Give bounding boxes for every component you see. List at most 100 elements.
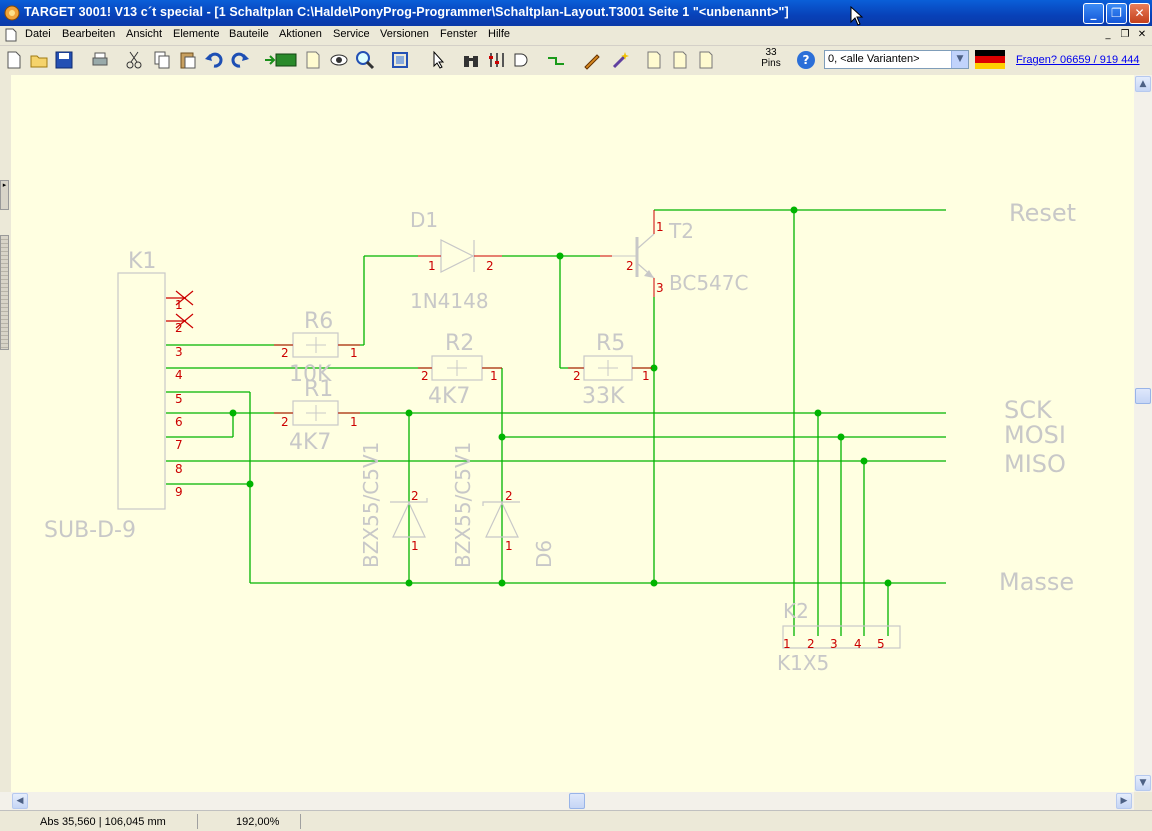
select-pointer-icon[interactable] bbox=[428, 50, 448, 70]
vertical-scroll-thumb[interactable] bbox=[1135, 388, 1151, 404]
k1-pin-7: 7 bbox=[175, 438, 183, 452]
menu-hilfe[interactable]: Hilfe bbox=[488, 28, 511, 40]
language-flag-icon[interactable] bbox=[975, 50, 1005, 69]
variant-select[interactable]: 0, <alle Varianten> ▼ bbox=[824, 50, 969, 69]
k1-pin-3: 3 bbox=[175, 345, 183, 359]
help-icon[interactable]: ? bbox=[797, 51, 815, 69]
mouse-cursor-icon bbox=[850, 6, 864, 26]
view-eye-icon[interactable] bbox=[329, 50, 349, 70]
resistor-r6[interactable]: R6 10K 2 1 bbox=[274, 309, 360, 387]
t2-value: BC547C bbox=[669, 271, 748, 295]
menu-ansicht[interactable]: Ansicht bbox=[126, 28, 163, 40]
magic-wand-icon[interactable] bbox=[610, 50, 630, 70]
pins-label: Pins bbox=[761, 58, 781, 69]
r5-pin-1: 1 bbox=[642, 369, 650, 383]
r6-pin-1: 1 bbox=[350, 346, 358, 360]
vertical-scrollbar[interactable]: ▲ ▼ bbox=[1134, 75, 1152, 792]
menu-elemente[interactable]: Elemente bbox=[173, 28, 220, 40]
r6-ref: R6 bbox=[304, 309, 333, 334]
page-2-icon[interactable] bbox=[644, 50, 664, 70]
print-icon[interactable] bbox=[90, 50, 110, 70]
app-logo-icon bbox=[4, 5, 20, 21]
mdi-minimize-button[interactable]: _ bbox=[1105, 29, 1111, 40]
menu-bauteile[interactable]: Bauteile bbox=[229, 28, 269, 40]
menu-service[interactable]: Service bbox=[333, 28, 370, 40]
menu-versionen[interactable]: Versionen bbox=[380, 28, 429, 40]
menu-bar: Datei Bearbeiten Ansicht Elemente Bautei… bbox=[0, 26, 1152, 46]
minimize-button[interactable]: _ bbox=[1083, 3, 1104, 24]
zoom-icon[interactable] bbox=[355, 50, 375, 70]
cut-icon[interactable] bbox=[124, 50, 144, 70]
connector-k2[interactable]: K2 K1X5 1 2 3 4 5 bbox=[777, 599, 901, 675]
k1-ref: K1 bbox=[128, 249, 156, 274]
t2-ref: T2 bbox=[668, 219, 694, 243]
r1-pin-2: 2 bbox=[281, 415, 289, 429]
resistor-r1[interactable]: R1 4K7 2 1 bbox=[274, 377, 360, 455]
close-button[interactable]: ✕ bbox=[1129, 3, 1150, 24]
copy-icon[interactable] bbox=[152, 50, 172, 70]
k2-pin-2: 2 bbox=[807, 637, 815, 651]
k2-ref: K2 bbox=[783, 599, 809, 623]
pins-counter: 33 Pins bbox=[758, 47, 784, 69]
page-3-icon[interactable] bbox=[670, 50, 690, 70]
page-1-icon[interactable] bbox=[303, 50, 323, 70]
search-binoculars-icon[interactable] bbox=[461, 50, 481, 70]
zoom-fit-icon[interactable] bbox=[390, 50, 410, 70]
panel-expand-arrow-icon[interactable]: ▸ bbox=[0, 180, 9, 210]
t2-pin-3: 3 bbox=[656, 281, 664, 295]
wire-draw-icon[interactable] bbox=[546, 50, 566, 70]
r2-pin-2: 2 bbox=[421, 369, 429, 383]
scroll-left-icon[interactable]: ◀ bbox=[12, 793, 28, 809]
menu-datei[interactable]: Datei bbox=[25, 28, 51, 40]
zener-diode-d6[interactable]: 2 1 BZX55/C5V1 D6 bbox=[451, 442, 556, 568]
open-folder-icon[interactable] bbox=[29, 50, 49, 70]
connector-k1[interactable]: K1 SUB-D-9 1 2 3 4 5 6 7 8 9 bbox=[44, 249, 194, 543]
k2-pin-1: 1 bbox=[783, 637, 791, 651]
page-4-icon[interactable] bbox=[696, 50, 716, 70]
document-icon[interactable] bbox=[5, 28, 17, 42]
redo-icon[interactable] bbox=[230, 50, 250, 70]
diode-d1[interactable]: D1 1N4148 1 2 bbox=[410, 208, 502, 313]
z2-pin-1: 1 bbox=[505, 539, 513, 553]
resistor-r5[interactable]: R5 33K 2 1 bbox=[568, 331, 652, 409]
k1-pin-4: 4 bbox=[175, 368, 183, 382]
z1-pin-2: 2 bbox=[411, 489, 419, 503]
k1-pin-6: 6 bbox=[175, 415, 183, 429]
k1-pin-9: 9 bbox=[175, 485, 183, 499]
scroll-down-icon[interactable]: ▼ bbox=[1135, 775, 1151, 791]
horizontal-scroll-thumb[interactable] bbox=[569, 793, 585, 809]
logic-gate-icon[interactable] bbox=[512, 50, 532, 70]
chevron-down-icon[interactable]: ▼ bbox=[951, 51, 968, 68]
zener-diode-1[interactable]: 2 1 BZX55/C5V1 bbox=[359, 442, 428, 568]
r2-value: 4K7 bbox=[428, 384, 470, 409]
r6-pin-2: 2 bbox=[281, 346, 289, 360]
save-icon[interactable] bbox=[54, 50, 74, 70]
undo-icon[interactable] bbox=[204, 50, 224, 70]
status-bar: Abs 35,560 | 106,045 mm 192,00% bbox=[0, 810, 1152, 831]
board-transfer-icon[interactable] bbox=[264, 50, 298, 70]
pins-count: 33 bbox=[765, 47, 777, 58]
mdi-restore-button[interactable]: ❐ bbox=[1120, 29, 1130, 40]
menu-fenster[interactable]: Fenster bbox=[440, 28, 478, 40]
menu-aktionen[interactable]: Aktionen bbox=[279, 28, 322, 40]
new-file-icon[interactable] bbox=[4, 50, 24, 70]
pen-tool-icon[interactable] bbox=[582, 50, 602, 70]
scroll-right-icon[interactable]: ▶ bbox=[1116, 793, 1132, 809]
properties-tools-icon[interactable] bbox=[487, 50, 507, 70]
mdi-close-button[interactable]: ✕ bbox=[1137, 29, 1147, 40]
schematic-drawing[interactable]: K1 SUB-D-9 1 2 3 4 5 6 7 8 9 R6 10K 2 1 bbox=[11, 75, 1134, 792]
transistor-t2[interactable]: T2 BC547C 1 2 3 bbox=[600, 210, 748, 297]
d6-ref: D6 bbox=[532, 540, 556, 568]
schematic-canvas[interactable]: K1 SUB-D-9 1 2 3 4 5 6 7 8 9 R6 10K 2 1 bbox=[11, 75, 1134, 792]
menu-bearbeiten[interactable]: Bearbeiten bbox=[62, 28, 116, 40]
horizontal-scrollbar[interactable]: ◀ ▶ bbox=[0, 792, 1134, 810]
status-divider bbox=[197, 814, 198, 829]
resistor-r2[interactable]: R2 4K7 2 1 bbox=[418, 331, 502, 409]
status-divider bbox=[300, 814, 301, 829]
support-phone-link[interactable]: Fragen? 06659 / 919 444 bbox=[1016, 54, 1140, 66]
maximize-button[interactable]: ❐ bbox=[1106, 3, 1127, 24]
t2-pin-2: 2 bbox=[626, 259, 634, 273]
scroll-up-icon[interactable]: ▲ bbox=[1135, 76, 1151, 92]
panel-grip-handle[interactable] bbox=[0, 235, 9, 350]
paste-icon[interactable] bbox=[178, 50, 198, 70]
